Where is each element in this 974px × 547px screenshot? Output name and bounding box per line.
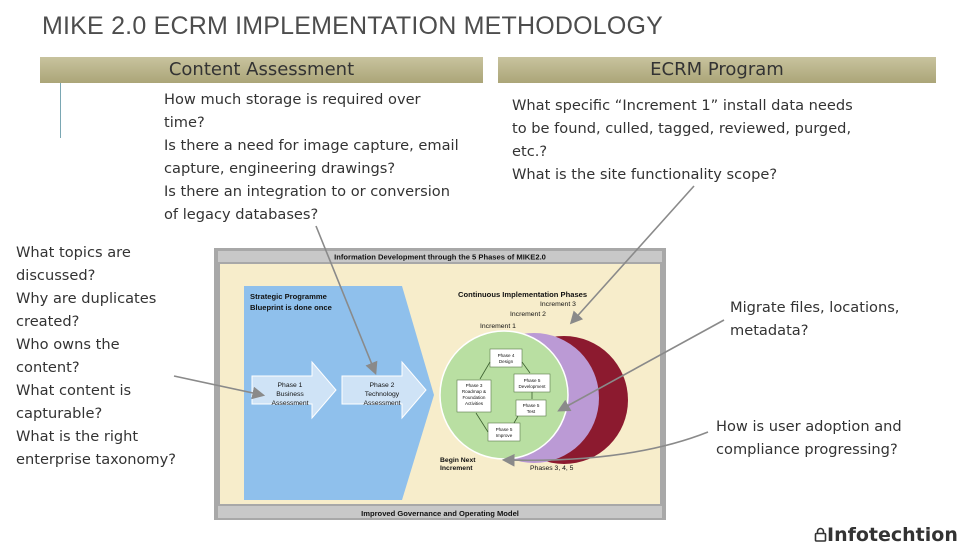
callout-arrow-migrate: [557, 319, 725, 412]
question: Who owns the content?: [16, 336, 120, 376]
brand-name: Infotechtion: [827, 524, 958, 546]
callout-arrow-content: [315, 225, 378, 375]
question: What is the site functionality scope?: [512, 166, 778, 183]
question: Is there a need for image capture, email…: [164, 137, 459, 177]
content-assessment-header: Content Assessment: [40, 57, 483, 83]
diagram-footer: Improved Governance and Operating Model: [361, 509, 519, 518]
brand-logo: Infotechtion: [814, 524, 958, 546]
phase5-dev-line-1: Phase 5: [524, 378, 541, 383]
phase3-box: [456, 379, 492, 413]
program-questions: What specific “Increment 1” install data…: [512, 94, 872, 186]
phase1-arrow: [251, 360, 337, 420]
begin-next-line-1: Begin Next: [440, 457, 476, 464]
question: What is the right enterprise taxonomy?: [16, 428, 177, 468]
callout-arrow-left: [173, 375, 266, 400]
ecrm-program-header: ECRM Program: [498, 57, 936, 83]
phase3-line-4: Activities: [465, 401, 484, 406]
phase1-line-1: Phase 1: [278, 382, 303, 389]
phase5-improve-line-1: Phase 5: [496, 427, 513, 432]
phase2-line-3: Assessment: [363, 400, 400, 407]
phase3-line-2: Roadmap &: [462, 389, 486, 394]
strategic-line-1: Strategic Programme: [250, 292, 327, 301]
continuous-phases-label: Continuous Implementation Phases: [458, 290, 587, 299]
lock-icon: [814, 527, 827, 542]
increment1-label: Increment 1: [480, 323, 516, 330]
content-questions: How much storage is required over time? …: [164, 88, 464, 226]
phase5-test-box: [515, 399, 547, 417]
phase3-line-3: Foundation: [463, 395, 486, 400]
phase1-line-3: Assessment: [271, 400, 308, 407]
phase5-dev-line-2: Development: [518, 384, 546, 389]
phase5-test-line-1: Phase 5: [523, 403, 540, 408]
increment3-label: Increment 3: [540, 301, 576, 308]
phases-345-label: Phases 3, 4, 5: [530, 465, 574, 472]
cycle-arrows: [475, 361, 533, 433]
adoption-note: How is user adoption and compliance prog…: [716, 418, 902, 458]
callout-arrow-program: [569, 185, 695, 325]
divider-line: [60, 83, 61, 138]
diagram-header: Information Development through the 5 Ph…: [334, 253, 546, 262]
phase2-line-1: Phase 2: [370, 382, 395, 389]
phase5-improve-line-2: Improve: [496, 433, 513, 438]
question: What content is capturable?: [16, 382, 132, 422]
phase3-line-1: Phase 3: [466, 383, 483, 388]
increment2-label: Increment 2: [510, 311, 546, 318]
phase2-line-2: Technology: [365, 391, 400, 398]
phase1-line-2: Business: [276, 391, 304, 398]
phase4-line-2: Design: [499, 359, 514, 364]
question: What topics are discussed?: [16, 244, 131, 284]
page-title: MIKE 2.0 ECRM IMPLEMENTATION METHODOLOGY: [42, 12, 664, 40]
begin-next-line-2: Increment: [440, 465, 473, 472]
question: Is there an integration to or conversion…: [164, 183, 450, 223]
question: Why are duplicates created?: [16, 290, 157, 330]
strategic-line-2: Blueprint is done once: [250, 303, 332, 312]
phase4-line-1: Phase 4: [498, 353, 515, 358]
strategic-programme-chevron: [244, 286, 434, 500]
callout-arrow-adoption: [501, 431, 709, 467]
mike2-phases-diagram: Information Development through the 5 Ph…: [214, 248, 666, 520]
left-questions: What topics are discussed? Why are dupli…: [16, 241, 186, 471]
migrate-note: Migrate files, locations, metadata?: [730, 299, 900, 339]
phase5-test-line-2: Test: [527, 409, 536, 414]
phase4-box: [489, 348, 523, 368]
phase2-arrow: [341, 360, 427, 420]
question: What specific “Increment 1” install data…: [512, 97, 853, 160]
question: How much storage is required over time?: [164, 91, 421, 131]
